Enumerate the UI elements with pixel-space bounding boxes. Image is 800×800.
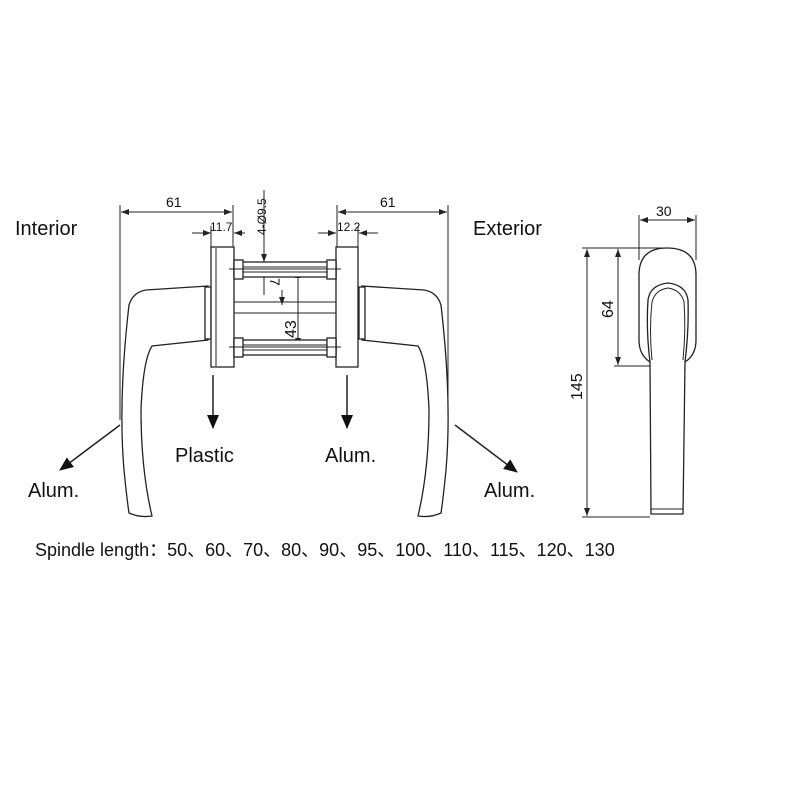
dim-right-61: 61 <box>380 194 396 210</box>
material-arrows <box>59 375 518 473</box>
plastic-label: Plastic <box>175 445 234 467</box>
exterior-handle <box>361 285 449 518</box>
dim-holes: 4-Ø9.5 <box>255 198 269 235</box>
dim-right-plate: 12.2 <box>337 220 361 234</box>
front-view <box>121 246 449 518</box>
dim-side-height: 145 <box>569 373 586 400</box>
exterior-label: Exterior <box>473 218 542 240</box>
alum-center-label: Alum. <box>325 445 376 467</box>
dim-side-width: 30 <box>656 203 672 219</box>
dim-left-61: 61 <box>166 194 182 210</box>
side-view: 30 64 145 <box>569 203 697 518</box>
dim-side-rose: 64 <box>600 300 617 318</box>
alum-left-label: Alum. <box>28 480 79 502</box>
dim-spacing: 43 <box>283 320 300 338</box>
dim-left-plate: 11.7 <box>210 220 233 234</box>
interior-label: Interior <box>15 218 78 240</box>
spindle-length-text: Spindle length：50、60、70、80、90、95、100、110… <box>35 540 615 560</box>
interior-handle <box>121 285 209 518</box>
dim-offset: 7 <box>267 278 283 286</box>
alum-right-label: Alum. <box>484 480 535 502</box>
